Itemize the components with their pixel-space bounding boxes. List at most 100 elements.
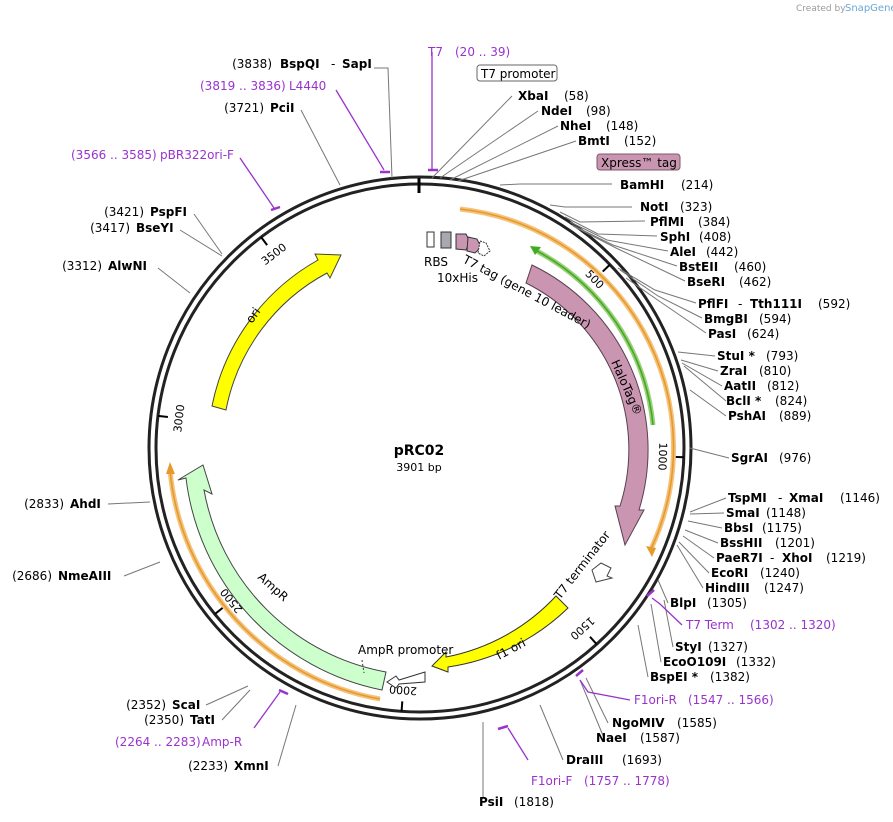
enzyme-bsshii[interactable]: BssHII (720, 536, 762, 550)
enzyme-naei[interactable]: NaeI (596, 731, 627, 745)
primer-mark-pbr322 (270, 205, 281, 212)
enzyme-pshai[interactable]: PshAI (728, 409, 766, 423)
enzyme-bsteii[interactable]: BstEII (679, 260, 718, 274)
enzyme-pflfi[interactable]: PflFI (698, 297, 728, 311)
enzyme-tati[interactable]: TatI (190, 713, 215, 727)
enzyme-bseri[interactable]: BseRI (687, 275, 725, 289)
enzyme-bspqi[interactable]: BspQI (280, 57, 320, 71)
enzyme-pos-xmni: (2233) (188, 759, 228, 773)
primer-l4440[interactable]: L4440 (289, 79, 326, 93)
tick-label-3000: 3000 (171, 404, 187, 433)
enzyme-pos-pspfi: (3421) (104, 205, 144, 219)
enzyme-bmgbi[interactable]: BmgBI (704, 312, 748, 326)
enzyme-labels-left: (3838) BspQI - SapI (3721) PciI (3421) P… (12, 57, 372, 773)
primer-t7[interactable]: T7 (427, 45, 443, 59)
enzyme-ngomiv[interactable]: NgoMIV (612, 716, 665, 730)
enzyme-pasi[interactable]: PasI (708, 327, 736, 341)
enzyme-ecoo109i[interactable]: EcoO109I (663, 655, 726, 669)
enzyme-tspmi[interactable]: TspMI (728, 491, 767, 505)
enzyme-styi[interactable]: StyI (675, 640, 702, 654)
primer-mark-ampr (278, 688, 289, 696)
enzyme-dash-bspqi: - (331, 57, 335, 71)
green-arc (534, 249, 654, 426)
enzyme-alei[interactable]: AleI (670, 245, 696, 259)
enzyme-pos-blpi: (1305) (707, 596, 747, 610)
primer-f1ori-r[interactable]: F1ori-R (634, 693, 677, 707)
enzyme-bamhi[interactable]: BamHI (620, 178, 664, 192)
enzyme-blpi[interactable]: BlpI (670, 596, 696, 610)
bsshii-line (684, 529, 719, 544)
enzyme-ecori[interactable]: EcoRI (711, 566, 748, 580)
tick-mark-2500 (214, 607, 224, 615)
enzyme-xhoi[interactable]: XhoI (782, 551, 813, 565)
enzyme-pos-bspqi: (3838) (232, 57, 272, 71)
enzyme-pos-bspei: (1382) (710, 670, 750, 684)
enzyme-nmeaiii[interactable]: NmeAIII (58, 569, 111, 583)
rbs-feature (426, 231, 435, 248)
enzyme-xmai[interactable]: XmaI (789, 491, 823, 505)
enzyme-pos-noti: (323) (680, 200, 712, 214)
enzyme-bcli[interactable]: BclI * (726, 394, 762, 408)
enzyme-stui[interactable]: StuI * (717, 349, 756, 363)
ori-feature (211, 253, 342, 411)
enzyme-ahdi[interactable]: AhdI (70, 497, 101, 511)
tick-label-1500: 1500 (568, 614, 598, 642)
primer-line-f1ori-f (507, 727, 529, 761)
enzyme-sphi[interactable]: SphI (660, 230, 690, 244)
enzyme-smai[interactable]: SmaI (726, 506, 760, 520)
enzyme-psii[interactable]: PsiI (479, 795, 503, 809)
pasi-line (625, 277, 707, 334)
enzyme-scai[interactable]: ScaI (172, 698, 200, 712)
primer-t7term[interactable]: T7 Term (685, 618, 734, 632)
enzyme-pos-ndei: (98) (586, 104, 611, 118)
enzyme-bseyi[interactable]: BseYI (136, 221, 174, 235)
pshai-line (689, 389, 727, 417)
tick-mark-3500 (260, 236, 268, 246)
enzyme-pos-bbsi: (1175) (762, 521, 802, 535)
enzyme-aatii[interactable]: AatII (724, 379, 756, 393)
enzyme-bmti[interactable]: BmtI (578, 134, 610, 148)
primer-range-l4440: (3819 .. 3836) (200, 79, 286, 93)
enzyme-pcii[interactable]: PciI (270, 101, 295, 115)
enzyme-bspei[interactable]: BspEI * (650, 670, 699, 684)
enzyme-alwni[interactable]: AlwNI (108, 259, 147, 273)
enzyme-xbai[interactable]: XbaI (518, 89, 548, 103)
enzyme-noti[interactable]: NotI (640, 200, 669, 214)
enzyme-pspfi[interactable]: PspFI (150, 205, 187, 219)
pflfi-line (617, 267, 697, 304)
enzyme-hindiii[interactable]: HindIII (705, 581, 750, 595)
paer7i-line (682, 535, 715, 559)
enzyme-pos-hindiii: (1247) (764, 581, 804, 595)
primer-range-t7: (20 .. 39) (455, 45, 510, 59)
enzyme-tth111i[interactable]: Tth111I (750, 297, 802, 311)
bmgbi-line (619, 269, 703, 319)
enzyme-pos-bmti: (152) (624, 134, 656, 148)
primer-f1ori-f[interactable]: F1ori-F (531, 774, 572, 788)
enzyme-pos-nmeaiii: (2686) (12, 569, 52, 583)
enzyme-pflmi[interactable]: PflMI (650, 215, 684, 229)
enzyme-sapi[interactable]: SapI (342, 57, 372, 71)
xpress-tag-box (596, 153, 681, 171)
enzyme-pos-nhei: (148) (606, 119, 638, 133)
enzyme-zrai[interactable]: ZraI (720, 364, 747, 378)
enzyme-sgrai[interactable]: SgrAI (731, 451, 768, 465)
enzyme-pos-bmgbi: (594) (759, 312, 791, 326)
enzyme-pos-sgrai: (976) (779, 451, 811, 465)
enzyme-ndei[interactable]: NdeI (541, 104, 572, 118)
primer-pbr322[interactable]: pBR322ori-F (160, 148, 234, 162)
enzyme-bbsi[interactable]: BbsI (724, 521, 753, 535)
stui-line (677, 351, 716, 357)
tspmi-line (689, 497, 727, 513)
enzyme-paer7i[interactable]: PaeR7I (716, 551, 763, 565)
enzyme-pos-bseyi: (3417) (90, 221, 130, 235)
enzyme-draiii[interactable]: DraIII (566, 753, 603, 767)
primer-ampr[interactable]: Amp-R (202, 735, 242, 749)
enzyme-pos-zrai: (810) (759, 364, 791, 378)
blpi-line (657, 579, 669, 604)
tick-mark-2000 (400, 701, 404, 712)
enzyme-nhei[interactable]: NheI (560, 119, 591, 133)
enzyme-xmni[interactable]: XmnI (234, 759, 269, 773)
enzyme-dash-pflfi: - (738, 297, 742, 311)
primer-line-pbr322 (239, 157, 275, 209)
orf-arc-left (169, 469, 381, 700)
